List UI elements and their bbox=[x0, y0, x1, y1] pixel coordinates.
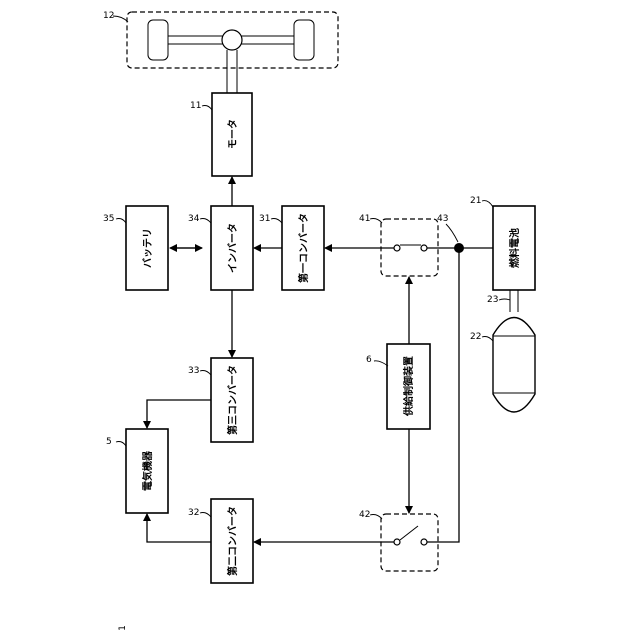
system-ref: 1 bbox=[118, 625, 128, 631]
supply-control-ref: 6 bbox=[366, 355, 372, 365]
electric-device-ref: 5 bbox=[106, 437, 112, 447]
motor-ref: 11 bbox=[190, 101, 201, 111]
third-converter-label: 第三コンバータ bbox=[226, 365, 239, 435]
switch-1-ref: 41 bbox=[359, 214, 370, 224]
supply-control-label: 供給制御装置 bbox=[402, 356, 415, 417]
third-converter-ref: 33 bbox=[188, 366, 199, 376]
junction-ref: 43 bbox=[437, 214, 448, 224]
first-converter-label: 第一コンバータ bbox=[297, 213, 310, 283]
wheel-assembly bbox=[127, 12, 338, 68]
second-converter-label: 第二コンバータ bbox=[226, 506, 239, 576]
fuel-cell-ref: 21 bbox=[470, 196, 481, 206]
inverter-label: インバータ bbox=[227, 223, 239, 273]
first-converter-ref: 31 bbox=[259, 214, 270, 224]
differential bbox=[222, 30, 242, 50]
hydrogen-tank bbox=[493, 318, 535, 413]
fuel-cell-label: 燃料電池 bbox=[508, 228, 521, 268]
inverter-ref: 34 bbox=[188, 214, 200, 224]
pipe-ref: 23 bbox=[487, 295, 498, 305]
motor-label: モータ bbox=[227, 119, 239, 149]
second-converter-ref: 32 bbox=[188, 508, 199, 518]
electric-device-label: 電気機器 bbox=[141, 450, 154, 491]
battery-ref: 35 bbox=[103, 214, 114, 224]
battery-label: バッテリ bbox=[142, 228, 154, 268]
switch-2-ref: 42 bbox=[359, 510, 370, 520]
tank-ref: 22 bbox=[470, 332, 481, 342]
wheels-ref: 12 bbox=[103, 11, 114, 21]
